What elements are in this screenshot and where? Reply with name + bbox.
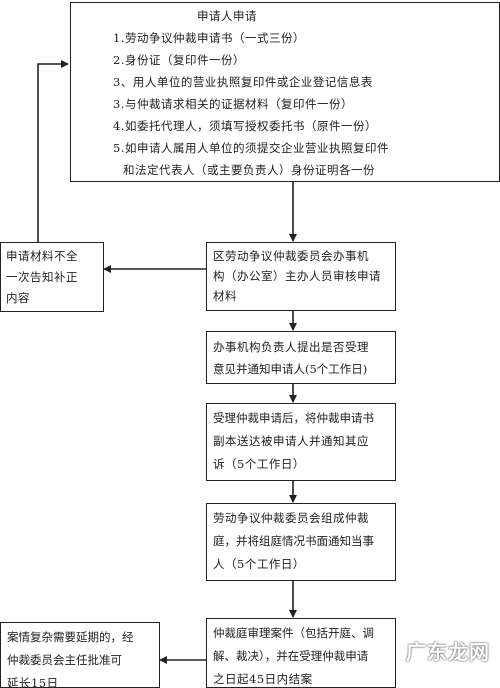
hearing-line: 解、裁决），并在受理仲裁申请 (213, 649, 369, 663)
required-document-item: 3、用人单位的营业执照复印件或企业登记信息表 (113, 75, 373, 89)
acceptance-decision-line: 办事机构负责人提出是否受理 (213, 340, 369, 354)
required-document-item: 1.劳动争议仲裁申请书（一式三份） (113, 31, 305, 45)
arrow-incomplete-to-apply (37, 60, 69, 242)
acceptance-decision-box: 办事机构负责人提出是否受理 意见并通知申请人(5个工作日) (206, 331, 396, 384)
required-document-item: 4.如委托代理人，须填写授权委托书（原件一份） (113, 119, 377, 133)
incomplete-materials-line: 一次告知补正 (6, 270, 78, 284)
site-watermark: 广东龙网 (406, 640, 490, 664)
required-document-item: 5.如申请人属用人单位的须提交企业营业执照复印件 (113, 141, 389, 155)
hearing-line: 仲裁庭审理案件（包括开庭、调 (213, 626, 374, 640)
incomplete-materials-box: 申请材料不全 一次告知补正 内容 (0, 242, 104, 312)
required-document-item: 和法定代表人（或主要负责人）身份证明各一份 (123, 163, 375, 177)
extension-line: 延长15日 (7, 676, 59, 688)
serve-respondent-line: 受理仲裁申请后，将仲裁申请书 (213, 411, 374, 425)
serve-respondent-box: 受理仲裁申请后，将仲裁申请书 副本送达被申请人并通知其应 诉（5个工作日） (206, 403, 396, 481)
tribunal-formation-box: 劳动争议仲裁委员会组成仲裁 庭，并将组庭情况书面通知当事 人（5个工作日） (206, 503, 396, 581)
serve-respondent-line: 诉（5个工作日） (213, 457, 305, 471)
extension-line: 仲裁委员会主任批准可 (7, 653, 122, 667)
tribunal-formation-line: 庭，并将组庭情况书面通知当事 (213, 534, 374, 548)
material-review-line: 材料 (213, 289, 237, 303)
acceptance-decision-line: 意见并通知申请人(5个工作日) (213, 362, 368, 376)
applicant-submission-box: 申请人申请 1.劳动争议仲裁申请书（一式三份） 2.身份证（复印件一份） 3、用… (70, 2, 500, 182)
hearing-line: 之日起45日内结案 (213, 672, 313, 686)
incomplete-materials-line: 内容 (6, 291, 30, 305)
applicant-submission-title: 申请人申请 (197, 9, 257, 23)
serve-respondent-line: 副本送达被申请人并通知其应 (213, 434, 369, 448)
extension-box: 案情复杂需要延期的，经 仲裁委员会主任批准可 延长15日 (0, 622, 160, 688)
incomplete-materials-line: 申请材料不全 (6, 249, 78, 263)
required-document-item: 3.与仲裁请求相关的证据材料（复印件一份） (113, 97, 353, 111)
material-review-box: 区劳动争议仲裁委员会办事机 构（办公室）主办人员审核申请 材料 (206, 242, 396, 311)
tribunal-formation-line: 劳动争议仲裁委员会组成仲裁 (213, 511, 369, 525)
hearing-box: 仲裁庭审理案件（包括开庭、调 解、裁决），并在受理仲裁申请 之日起45日内结案 (206, 618, 396, 688)
material-review-line: 区劳动争议仲裁委员会办事机 (213, 249, 369, 263)
required-document-item: 2.身份证（复印件一份） (113, 53, 245, 67)
material-review-line: 构（办公室）主办人员审核申请 (213, 269, 381, 283)
extension-line: 案情复杂需要延期的，经 (7, 630, 134, 644)
tribunal-formation-line: 人（5个工作日） (213, 557, 305, 571)
